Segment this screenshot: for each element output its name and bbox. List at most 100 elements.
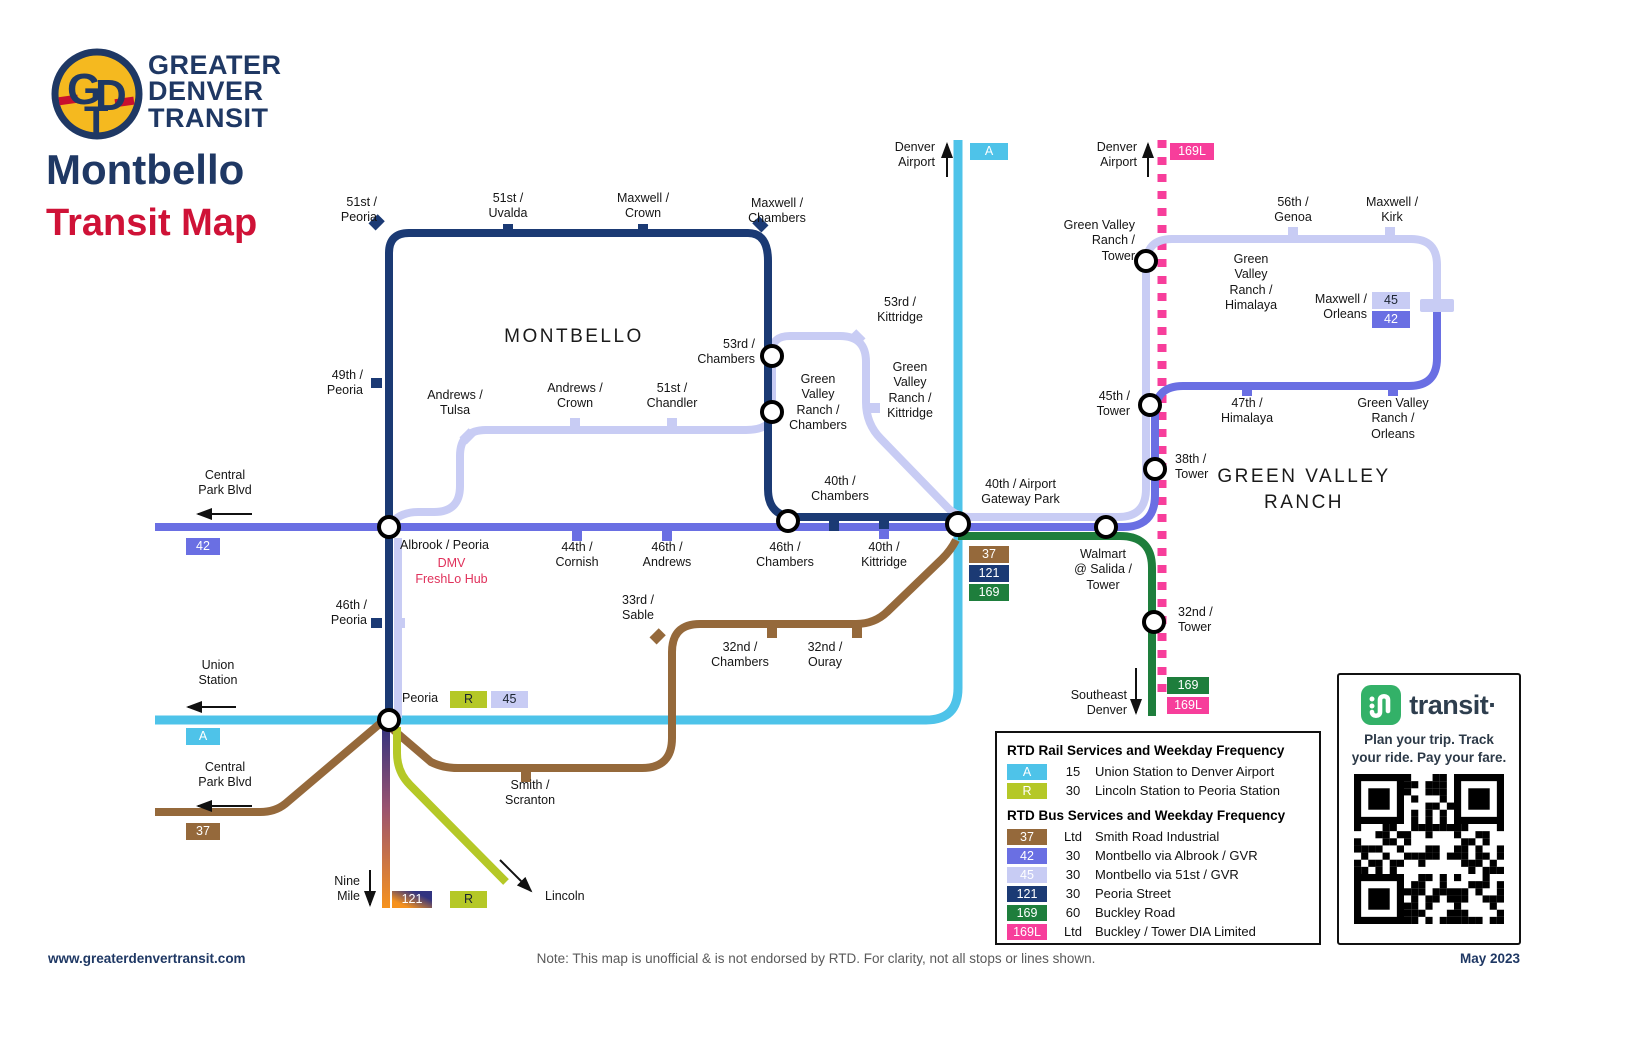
label-51st-chandler: 51st / Chandler bbox=[646, 381, 698, 411]
label-46th-chambers: 46th / Chambers bbox=[756, 540, 814, 570]
badge-a-west: A bbox=[186, 728, 220, 745]
label-maxwell-orleans: Maxwell / Orleans bbox=[1314, 292, 1367, 322]
badge-r-peoria: R bbox=[450, 691, 487, 708]
label-46th-andrews: 46th / Andrews bbox=[642, 540, 692, 570]
badge-42-orleans: 42 bbox=[1372, 311, 1410, 328]
brand-name: GREATER DENVER TRANSIT bbox=[148, 50, 282, 133]
label-dmv: DMV bbox=[437, 556, 466, 570]
badge-169l-southeast: 169L bbox=[1167, 697, 1209, 714]
transit-app-box: transit· Plan your trip. Track your ride… bbox=[1337, 673, 1521, 945]
legend-name: Montbello via Albrook / GVR bbox=[1095, 848, 1258, 863]
legend-badge-121: 121 bbox=[1007, 885, 1047, 902]
legend-row-r: R 30 Lincoln Station to Peoria Station bbox=[1007, 781, 1309, 800]
legend-name: Buckley / Tower DIA Limited bbox=[1095, 924, 1256, 939]
label-45th-tower: 45th / Tower bbox=[1096, 389, 1130, 419]
label-southeast-denver: Southeast Denver bbox=[1070, 688, 1127, 718]
legend-row-45: 45 30 Montbello via 51st / GVR bbox=[1007, 865, 1309, 884]
legend-badge-42: 42 bbox=[1007, 847, 1047, 864]
label-51st-uvalda: 51st / Uvalda bbox=[488, 191, 528, 221]
route-line-169 bbox=[958, 532, 1156, 716]
badge-169-southeast: 169 bbox=[1167, 677, 1209, 694]
route-line-a bbox=[155, 140, 963, 725]
label-peoria-station: Peoria bbox=[402, 691, 439, 705]
area-label-montbello: MONTBELLO bbox=[504, 326, 644, 347]
label-lincoln: Lincoln bbox=[545, 889, 585, 903]
legend-row-42: 42 30 Montbello via Albrook / GVR bbox=[1007, 846, 1309, 865]
label-gvr-kittridge: Green Valley Ranch / Kittridge bbox=[887, 360, 933, 420]
badge-a-airport: A bbox=[970, 143, 1008, 160]
direction-arrows bbox=[186, 142, 1154, 907]
legend-box: RTD Rail Services and Weekday Frequency … bbox=[995, 731, 1321, 945]
gdt-logo: G D T bbox=[51, 48, 143, 142]
legend-freq: 30 bbox=[1065, 848, 1081, 863]
legend-row-a: A 15 Union Station to Denver Airport bbox=[1007, 762, 1309, 781]
badge-42-west: 42 bbox=[186, 538, 220, 555]
label-49th-peoria: 49th / Peoria bbox=[326, 368, 363, 398]
area-label-green-valley-ranch: GREEN VALLEY RANCH bbox=[1217, 466, 1391, 513]
label-47th-himalaya: 47th / Himalaya bbox=[1220, 396, 1274, 426]
badge-169-gateway: 169 bbox=[969, 584, 1009, 601]
label-central-park-blvd-upper: Central Park Blvd bbox=[198, 468, 252, 498]
footer-date: May 2023 bbox=[1459, 951, 1520, 966]
legend-row-121: 121 30 Peoria Street bbox=[1007, 884, 1309, 903]
legend-name: Union Station to Denver Airport bbox=[1095, 764, 1275, 779]
route-line-121 bbox=[385, 229, 952, 716]
footer-note: Note: This map is unofficial & is not en… bbox=[536, 951, 1096, 966]
label-40th-kittridge: 40th / Kittridge bbox=[861, 540, 907, 570]
label-denver-airport-169l: Denver Airport bbox=[1096, 140, 1137, 170]
label-smith-scranton: Smith / Scranton bbox=[504, 778, 556, 808]
transit-tagline: Plan your trip. Track your ride. Pay you… bbox=[1351, 732, 1507, 765]
legend-name: Lincoln Station to Peoria Station bbox=[1095, 783, 1281, 798]
label-gvr-orleans: Green Valley Ranch / Orleans bbox=[1357, 396, 1429, 441]
legend-badge-169l: 169L bbox=[1007, 923, 1047, 940]
badge-45-peoria: 45 bbox=[491, 691, 528, 708]
transit-wordmark: transit· bbox=[1409, 689, 1497, 720]
label-32nd-tower: 32nd / Tower bbox=[1178, 605, 1213, 635]
legend-bus-title: RTD Bus Services and Weekday Frequency bbox=[1007, 808, 1286, 823]
legend-freq: Ltd bbox=[1063, 924, 1083, 939]
badge-37-gateway: 37 bbox=[969, 546, 1009, 563]
label-union-station: Union Station bbox=[198, 658, 238, 688]
label-38th-tower: 38th / Tower bbox=[1175, 452, 1209, 482]
label-33rd-sable: 33rd / Sable bbox=[622, 593, 654, 623]
label-32nd-chambers: 32nd / Chambers bbox=[711, 640, 769, 670]
label-gvr-himalaya: Green Valley Ranch / Himalaya bbox=[1224, 252, 1278, 312]
route-line-42 bbox=[155, 306, 1441, 531]
route-line-r bbox=[393, 727, 509, 885]
transit-app-icon bbox=[1361, 685, 1402, 725]
label-44th-cornish: 44th / Cornish bbox=[555, 540, 599, 570]
label-maxwell-kirk: Maxwell / Kirk bbox=[1365, 195, 1419, 225]
badge-r-lincoln: R bbox=[450, 891, 487, 908]
legend-rail-title: RTD Rail Services and Weekday Frequency bbox=[1007, 743, 1285, 758]
legend-freq: Ltd bbox=[1063, 829, 1083, 844]
badge-37-west: 37 bbox=[186, 823, 220, 840]
legend-name: Smith Road Industrial bbox=[1095, 829, 1220, 844]
page-subtitle: Transit Map bbox=[46, 202, 258, 244]
badge-45-orleans: 45 bbox=[1372, 292, 1410, 309]
legend-badge-37: 37 bbox=[1007, 828, 1047, 845]
label-32nd-ouray: 32nd / Ouray bbox=[807, 640, 843, 670]
legend-freq: 30 bbox=[1065, 783, 1081, 798]
legend-row-169l: 169L Ltd Buckley / Tower DIA Limited bbox=[1007, 922, 1309, 941]
label-maxwell-crown: Maxwell / Crown bbox=[616, 191, 670, 221]
label-airport-gateway-park: 40th / Airport Gateway Park bbox=[981, 477, 1060, 507]
label-andrews-tulsa: Andrews / Tulsa bbox=[427, 388, 483, 418]
svg-text:D: D bbox=[95, 71, 127, 120]
label-40th-chambers: 40th / Chambers bbox=[811, 474, 869, 504]
badge-169l-airport: 169L bbox=[1170, 143, 1214, 160]
route-line-37 bbox=[155, 538, 960, 816]
route-line-45-gvr bbox=[952, 235, 1441, 521]
stop-ticks bbox=[368, 214, 1398, 782]
label-walmart-salida: Walmart @ Salida / Tower bbox=[1074, 547, 1132, 592]
legend-freq: 30 bbox=[1065, 867, 1081, 882]
label-46th-peoria: 46th / Peoria bbox=[330, 598, 367, 628]
label-freshlo-hub: FreshLo Hub bbox=[415, 572, 488, 586]
badge-121-nine-mile: 121 bbox=[392, 891, 432, 908]
svg-text:T: T bbox=[84, 99, 108, 142]
legend-name: Buckley Road bbox=[1095, 905, 1176, 920]
label-maxwell-chambers: Maxwell / Chambers bbox=[748, 196, 806, 226]
page-title: Montbello bbox=[46, 146, 245, 193]
legend-freq: 30 bbox=[1065, 886, 1081, 901]
